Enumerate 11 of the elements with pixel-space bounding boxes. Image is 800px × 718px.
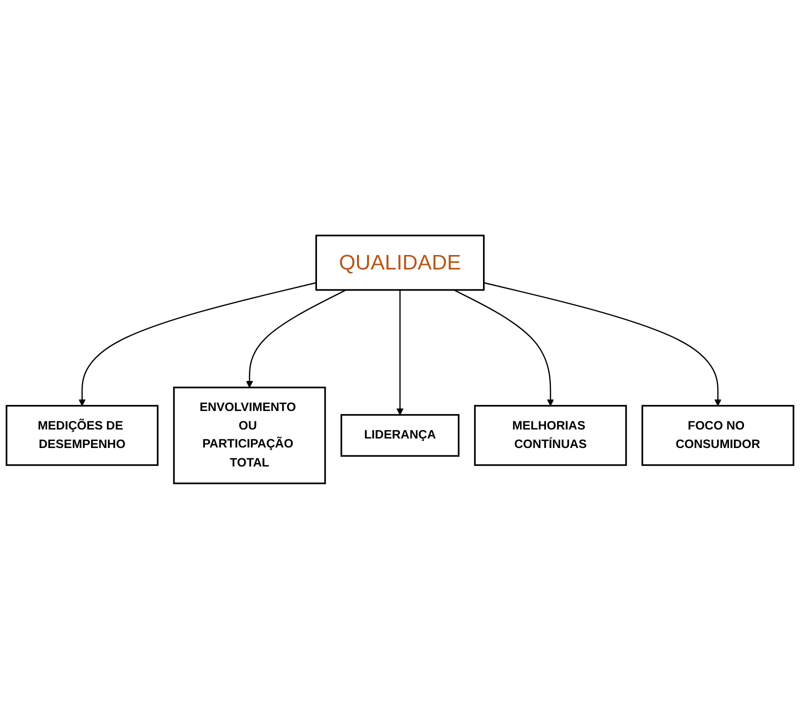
arrow [78,282,316,406]
arrow [396,290,404,415]
arrow [454,288,554,406]
node-box: QUALIDADE [315,234,485,290]
arrow [246,288,346,388]
arrow [484,282,722,406]
node-box: MEDIÇÕES DE DESEMPENHO [6,404,158,466]
node-box: FOCO NO CONSUMIDOR [642,404,794,466]
node-box: MELHORIAS CONTÍNUAS [474,404,627,466]
node-box: LIDERANÇA [340,414,460,456]
node-box: ENVOLVIMENTO OU PARTICIPAÇÃO TOTAL [173,386,326,484]
